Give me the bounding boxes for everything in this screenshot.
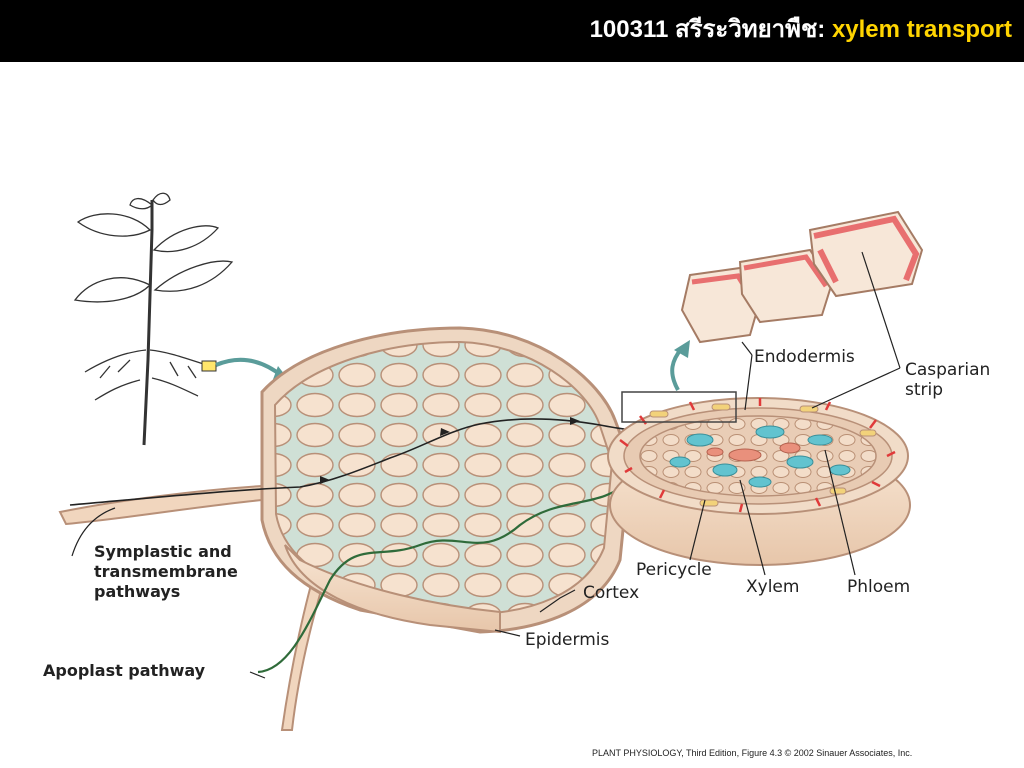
label-symplastic-2: transmembrane [94, 562, 238, 581]
apoplast-path-line [257, 479, 631, 674]
slide-title: 100311 สรีระวิทยาพืช: xylem transport [590, 14, 1012, 46]
plant-sketch [73, 192, 234, 446]
label-casparian-1: Casparian [905, 360, 990, 380]
topic-title: xylem transport [831, 16, 1012, 43]
course-code: 100311 [589, 16, 669, 43]
label-apoplast: Apoplast pathway [43, 661, 206, 680]
root-transport-diagram: Endodermis Casparian strip Pericycle Xyl… [43, 192, 990, 731]
zoom-arrow-up [670, 346, 684, 391]
label-casparian-2: strip [905, 380, 943, 400]
figure-credit: PLANT PHYSIOLOGY, Third Edition, Figure … [592, 748, 913, 758]
title-bar: 100311 สรีระวิทยาพืช: xylem transport [0, 0, 1024, 62]
label-cortex: Cortex [583, 583, 639, 603]
label-xylem: Xylem [746, 577, 799, 597]
endodermis-selection-box [621, 391, 737, 423]
label-symplastic-1: Symplastic and [94, 542, 232, 561]
label-endodermis: Endodermis [754, 347, 855, 367]
label-symplastic-3: pathways [94, 582, 180, 601]
label-phloem: Phloem [847, 577, 910, 597]
label-pericycle: Pericycle [636, 560, 712, 580]
leader-lines [71, 251, 901, 679]
zoom-arrow [215, 357, 284, 378]
zoom-marker [201, 360, 217, 372]
course-name: สรีระวิทยาพืช: [675, 16, 826, 43]
label-epidermis: Epidermis [525, 630, 609, 650]
symplastic-path [69, 418, 646, 506]
cortex-block [260, 326, 632, 634]
stele-cross-section [607, 397, 911, 566]
endodermal-cells [680, 210, 924, 344]
